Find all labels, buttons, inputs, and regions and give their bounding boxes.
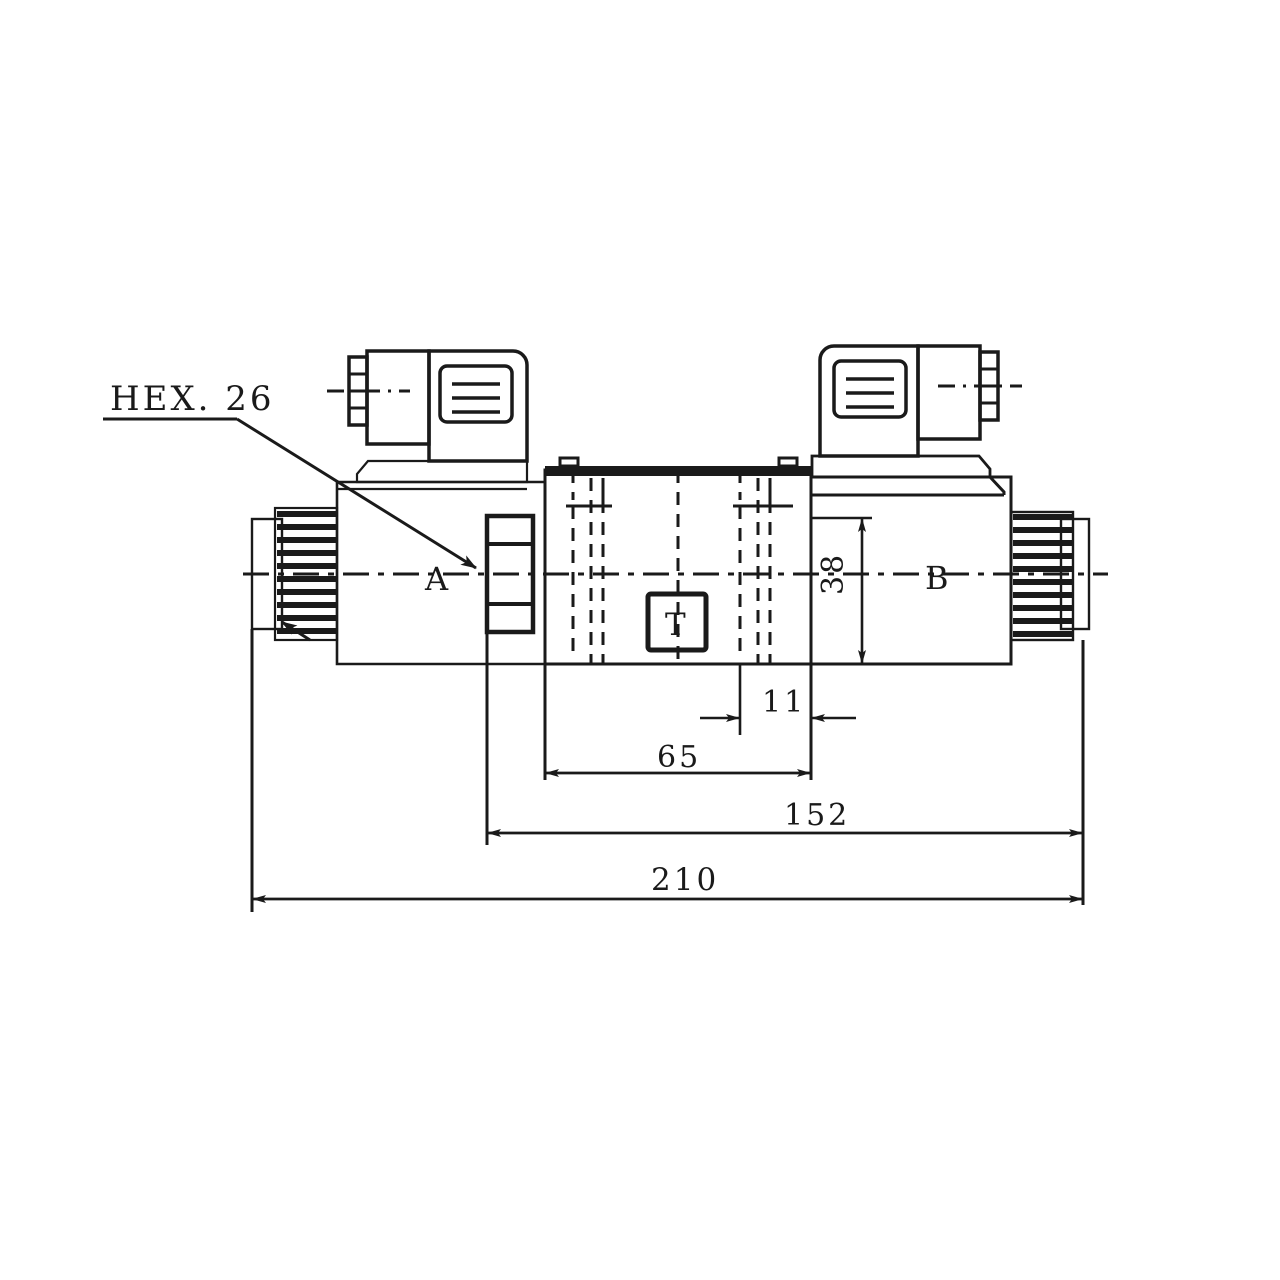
dimension-65-label: 65 <box>657 740 701 775</box>
dimension-210-label: 210 <box>651 862 719 898</box>
dimension-38-label: 38 <box>816 553 851 595</box>
dimension-38 <box>811 516 872 666</box>
dimension-152-label: 152 <box>784 798 850 833</box>
left-solenoid-coil <box>327 349 529 484</box>
port-t-box <box>645 591 709 653</box>
hex-note-label: HEX. 26 <box>110 379 275 419</box>
right-solenoid-coil <box>810 344 1022 479</box>
dimension-152 <box>485 632 1085 905</box>
port-b-label: B <box>925 559 949 597</box>
dimension-11 <box>700 664 856 780</box>
right-manual-override <box>1009 510 1091 642</box>
port-a-label: A <box>424 560 449 598</box>
port-t-label: T <box>665 607 686 643</box>
hex-leader-line <box>103 417 477 570</box>
right-valve-housing <box>809 475 1013 666</box>
dimension-11-label: 11 <box>762 685 806 720</box>
dimension-210 <box>250 629 1083 912</box>
dimension-65 <box>543 664 811 780</box>
